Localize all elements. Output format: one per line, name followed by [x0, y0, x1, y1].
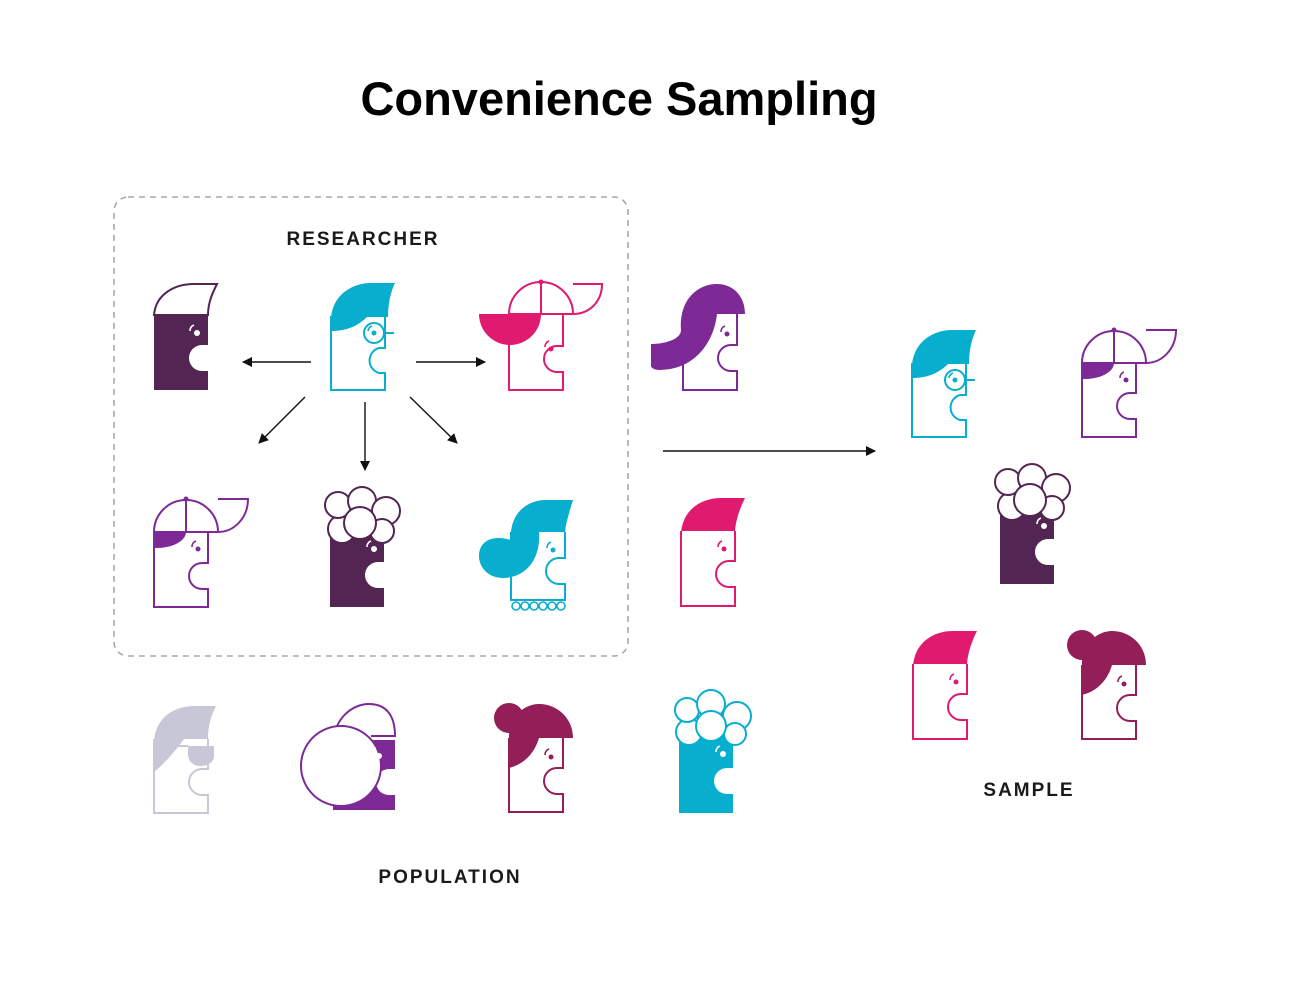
diagram-title: Convenience Sampling: [360, 72, 877, 125]
person-icon: [479, 500, 573, 611]
sample-person-icon: [912, 631, 977, 740]
person-icon: [651, 284, 745, 391]
person-icon: [153, 706, 216, 814]
person-icon: [479, 279, 604, 391]
sample-person-icon: [994, 463, 1071, 584]
sample-person-icon: [1067, 630, 1146, 740]
person-icon: [300, 702, 397, 810]
person-icon: [680, 498, 745, 607]
arrow-to-lower-left: [258, 396, 306, 444]
sample-person-icon: [1080, 327, 1178, 438]
sample-person-icon: [911, 330, 976, 438]
person-icon: [152, 283, 219, 390]
population-group: [152, 279, 752, 814]
person-icon: [152, 496, 250, 608]
researcher-reach-frame: [113, 196, 629, 657]
person-icon: [494, 703, 573, 813]
sample-label: SAMPLE: [983, 780, 1074, 801]
sample-group: [911, 327, 1178, 740]
person-icon: [674, 689, 752, 813]
population-label: POPULATION: [378, 867, 521, 888]
arrow-to-lower-right: [409, 396, 458, 444]
researcher-person-icon: [330, 283, 395, 391]
person-icon: [324, 486, 401, 607]
researcher-label: RESEARCHER: [286, 229, 439, 250]
researcher-arrows: [242, 357, 486, 471]
